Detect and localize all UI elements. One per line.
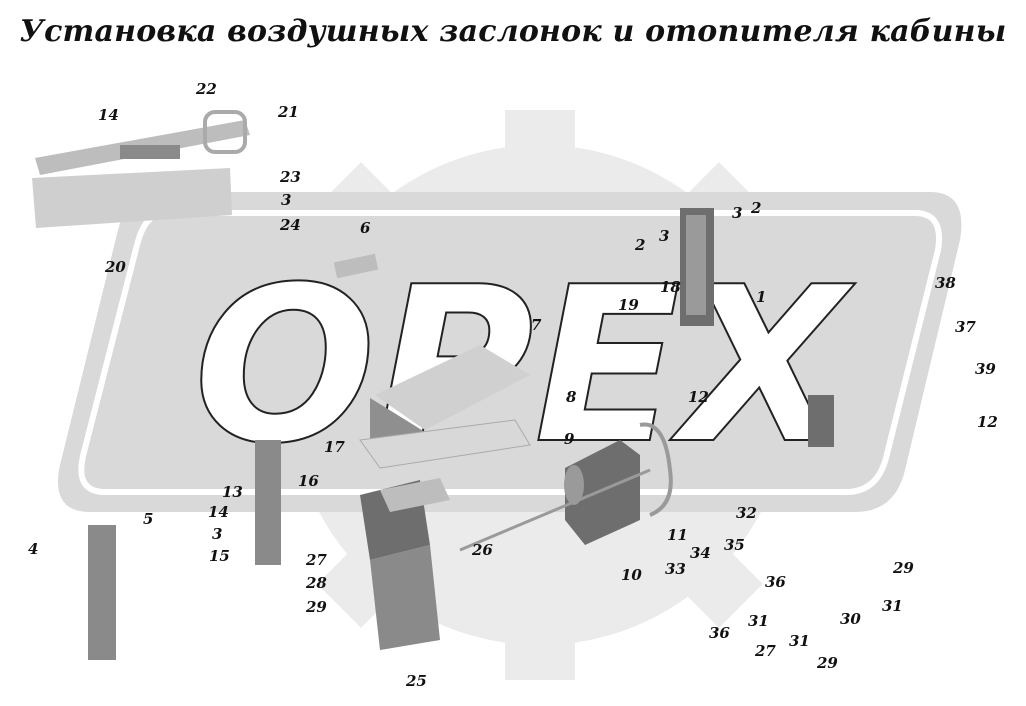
watermark-emblem: OPEX bbox=[58, 110, 962, 680]
callout-4: 4 bbox=[28, 540, 38, 558]
callout-3: 3 bbox=[212, 525, 222, 543]
callout-19: 19 bbox=[618, 296, 639, 314]
callout-18: 18 bbox=[660, 278, 681, 296]
part-air-damper bbox=[360, 478, 450, 650]
callout-38: 37 bbox=[955, 318, 976, 336]
callout-9: 9 bbox=[564, 430, 575, 448]
callout-5: 5 bbox=[143, 510, 153, 528]
parts bbox=[32, 110, 834, 660]
callout-22: 22 bbox=[195, 80, 217, 98]
part-6 bbox=[333, 253, 379, 279]
part-rod bbox=[459, 468, 651, 552]
callout-3: 3 bbox=[659, 227, 669, 245]
part-4-5 bbox=[88, 525, 116, 660]
callout-27: 27 bbox=[754, 642, 776, 660]
callout-20: 20 bbox=[104, 258, 126, 276]
callout-8: 8 bbox=[566, 388, 577, 406]
callout-35: 34 bbox=[690, 544, 711, 562]
part-9 bbox=[359, 419, 531, 469]
callout-12: 12 bbox=[688, 388, 709, 406]
callout-29: 29 bbox=[816, 654, 838, 672]
callout-17: 17 bbox=[324, 438, 345, 456]
callout-21: 21 bbox=[277, 103, 299, 121]
callout-14: 14 bbox=[98, 106, 119, 124]
callout-39: 38 bbox=[935, 274, 956, 292]
callout-26: 26 bbox=[471, 541, 493, 559]
part-13 bbox=[255, 440, 281, 565]
callout-25: 25 bbox=[405, 672, 427, 690]
callout-33: 31 bbox=[748, 612, 769, 630]
callout-14: 14 bbox=[208, 503, 229, 521]
callout-2: 2 bbox=[634, 236, 645, 254]
callout-30: 30 bbox=[840, 610, 861, 628]
callout-36: 36 bbox=[765, 573, 786, 591]
callout-15: 15 bbox=[209, 547, 230, 565]
callout-31: 31 bbox=[882, 597, 903, 615]
callout-36: 35 bbox=[724, 536, 745, 554]
callout-2: 2 bbox=[750, 199, 761, 217]
part-12 bbox=[808, 395, 834, 447]
callout-24: 24 bbox=[279, 216, 301, 234]
part-heater-core bbox=[564, 440, 640, 545]
callout-6: 6 bbox=[360, 219, 371, 237]
part-cab-frame bbox=[32, 110, 250, 228]
callout-13: 13 bbox=[222, 483, 243, 501]
callout-16: 16 bbox=[298, 472, 319, 490]
part-hose bbox=[639, 422, 673, 517]
callout-40: 39 bbox=[975, 360, 996, 378]
callout-1: 1 bbox=[756, 288, 766, 306]
callout-labels: 22 14 21 23 3 24 20 6 3 2 3 2 18 19 1 38… bbox=[28, 80, 998, 690]
callout-3: 3 bbox=[281, 191, 291, 209]
diagram-title: Установка воздушных заслонок и отопителя… bbox=[19, 14, 1007, 49]
callout-31: 31 bbox=[789, 632, 810, 650]
callout-32: 32 bbox=[736, 504, 757, 522]
callout-29: 29 bbox=[305, 598, 327, 616]
callout-28: 28 bbox=[305, 574, 327, 592]
callout-34: 33 bbox=[665, 560, 686, 578]
callout-27: 27 bbox=[305, 551, 327, 569]
watermark-plate bbox=[58, 192, 962, 512]
callout-10: 10 bbox=[621, 566, 642, 584]
callout-12: 12 bbox=[977, 413, 998, 431]
callout-3: 3 bbox=[732, 204, 742, 222]
callout-23: 23 bbox=[279, 168, 301, 186]
part-1 bbox=[680, 208, 714, 326]
callout-11: 11 bbox=[667, 526, 688, 544]
callout-7: 7 bbox=[531, 316, 542, 334]
watermark-text: OPEX bbox=[194, 240, 856, 491]
callout-29: 29 bbox=[892, 559, 914, 577]
callout-37: 36 bbox=[709, 624, 730, 642]
